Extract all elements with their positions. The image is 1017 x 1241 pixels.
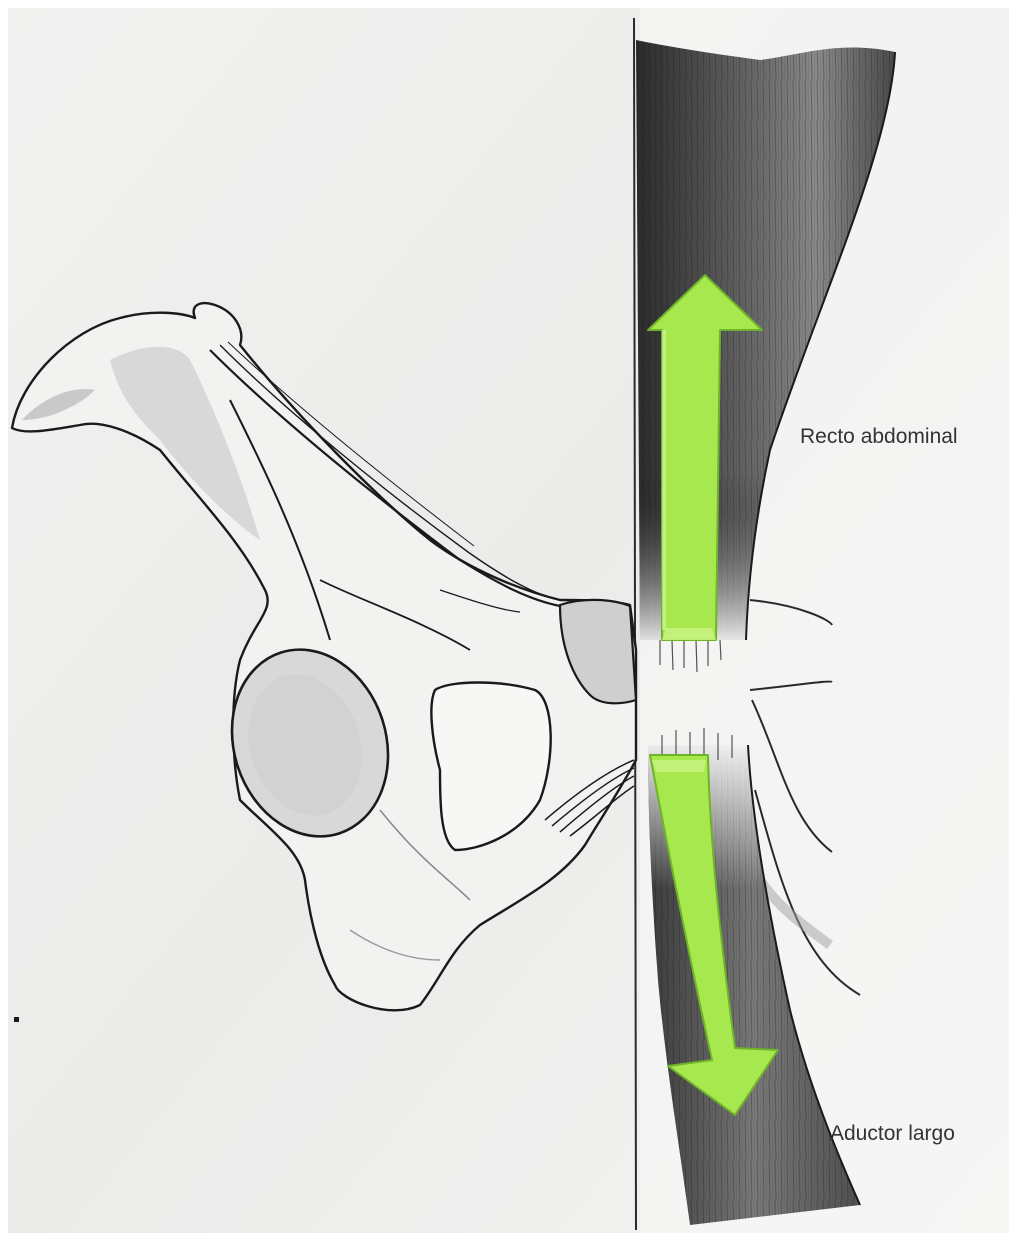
- rectus-abdominis-label: Recto abdominal: [800, 425, 958, 449]
- adductor-longus-label: Aductor largo: [830, 1122, 955, 1146]
- stray-mark: [14, 1017, 19, 1022]
